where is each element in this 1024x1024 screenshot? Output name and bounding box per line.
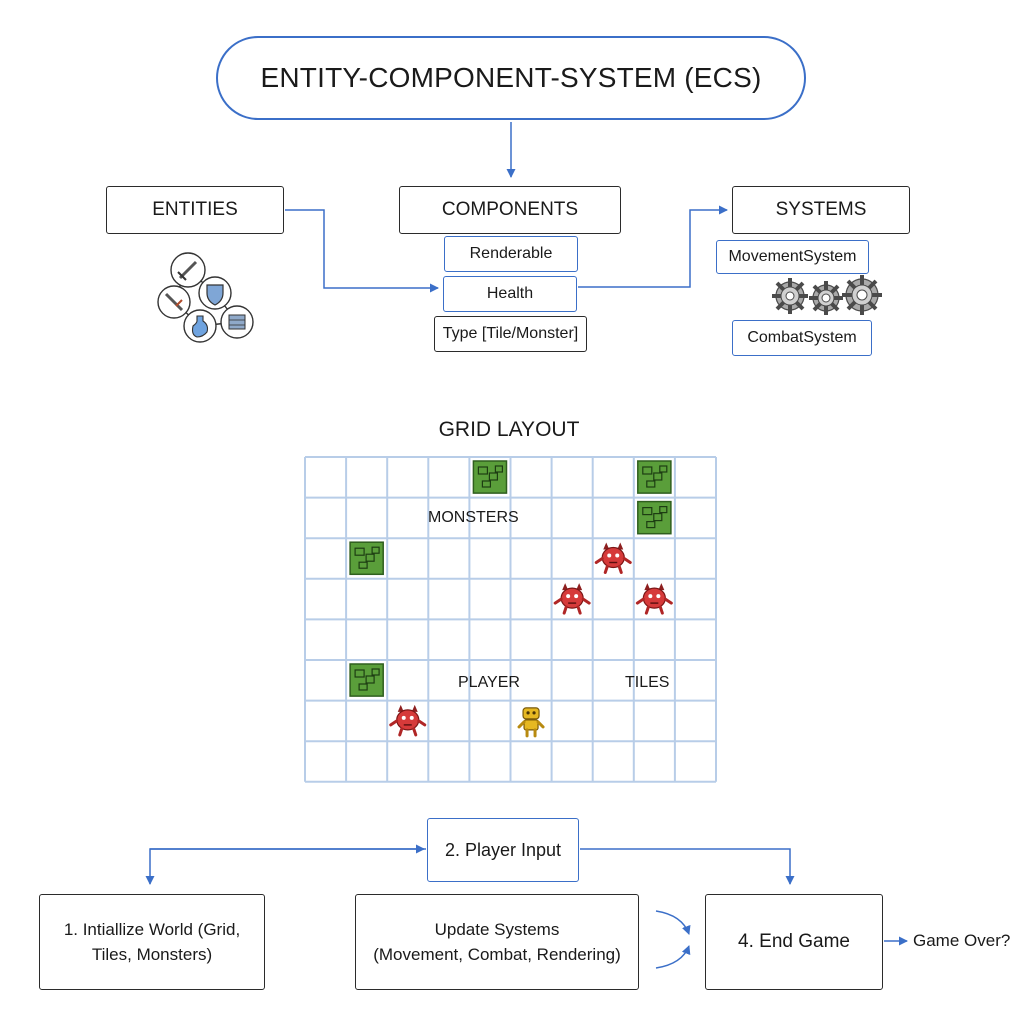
- step-end-game[interactable]: 4. End Game: [705, 894, 883, 990]
- curve-arrow-top: [655, 910, 691, 935]
- entities-box[interactable]: ENTITIES: [106, 186, 284, 234]
- monster-icon: [594, 542, 632, 574]
- grid-label-monsters: MONSTERS: [428, 509, 519, 526]
- systems-label: SYSTEMS: [775, 199, 867, 220]
- component-renderable-label: Renderable: [469, 245, 553, 262]
- health-to-systems-arrow: [578, 205, 728, 288]
- step-initialize-world[interactable]: 1. Intiallize World (Grid, Tiles, Monste…: [39, 894, 265, 990]
- grid-label-tiles: TILES: [625, 674, 670, 691]
- tile-icon: [637, 500, 672, 535]
- monster-icon: [635, 583, 673, 615]
- player-icon: [517, 707, 545, 738]
- step3-line1: Update Systems: [434, 920, 560, 939]
- step2-label: 2. Player Input: [444, 839, 562, 860]
- monster-icon: [389, 704, 427, 737]
- systems-box[interactable]: SYSTEMS: [732, 186, 910, 234]
- component-type-label: Type [Tile/Monster]: [442, 325, 579, 342]
- entities-to-health-arrow: [285, 209, 439, 293]
- system-combat[interactable]: CombatSystem: [732, 320, 872, 356]
- grid-label-player: PLAYER: [458, 674, 520, 691]
- step1-line2: Tiles, Monsters): [91, 945, 213, 964]
- step-player-input[interactable]: 2. Player Input: [427, 818, 579, 882]
- step3-line2: (Movement, Combat, Rendering): [373, 945, 621, 964]
- curve-arrow-bottom: [655, 945, 691, 969]
- system-movement[interactable]: MovementSystem: [716, 240, 869, 274]
- system-movement-label: MovementSystem: [728, 248, 857, 265]
- component-health-label: Health: [486, 285, 534, 302]
- entities-label: ENTITIES: [152, 199, 238, 220]
- flow-right-arrow: [580, 848, 795, 885]
- tile-icon: [349, 541, 384, 576]
- components-box[interactable]: COMPONENTS: [399, 186, 621, 234]
- title-text: ENTITY-COMPONENT-SYSTEM (ECS): [260, 62, 762, 93]
- step1-line1: 1. Intiallize World (Grid,: [63, 920, 241, 939]
- step4-label: 4. End Game: [738, 931, 850, 952]
- tile-icon: [349, 663, 384, 697]
- grid-title-text: GRID LAYOUT: [438, 418, 580, 441]
- tile-icon: [637, 460, 672, 494]
- monster-icon: [553, 583, 591, 615]
- components-label: COMPONENTS: [441, 199, 579, 220]
- title-box: ENTITY-COMPONENT-SYSTEM (ECS): [216, 36, 806, 120]
- tile-icon: [472, 460, 508, 494]
- component-renderable[interactable]: Renderable: [444, 236, 578, 272]
- component-type[interactable]: Type [Tile/Monster]: [434, 316, 587, 352]
- component-health[interactable]: Health: [443, 276, 577, 312]
- step-update-systems[interactable]: Update Systems (Movement, Combat, Render…: [355, 894, 639, 990]
- game-over-label: Game Over?: [913, 931, 1011, 950]
- system-combat-label: CombatSystem: [747, 329, 857, 346]
- grid-title: GRID LAYOUT: [0, 418, 1024, 442]
